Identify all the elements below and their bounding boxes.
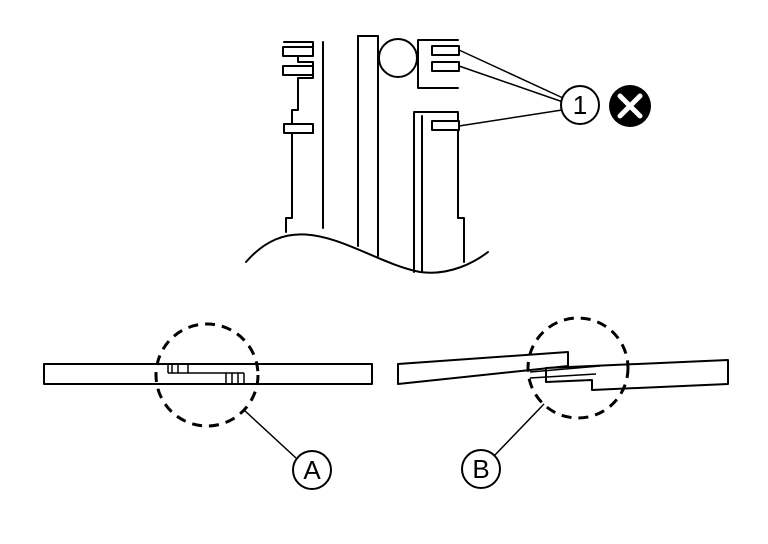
detail-circle-a — [154, 322, 260, 428]
callout-a: A — [292, 450, 332, 490]
pin-circle — [378, 38, 418, 78]
right-lower-wall — [413, 111, 465, 273]
leader-line-1a — [458, 49, 564, 99]
ring-a-bar — [43, 363, 373, 385]
ring-left-top — [282, 46, 314, 57]
right-upper-block — [417, 39, 459, 89]
leader-line-b — [493, 403, 545, 457]
leader-line-1b — [458, 65, 564, 103]
piston-crown-curve — [245, 233, 489, 274]
ring-left-oil — [283, 123, 314, 134]
callout-1: 1 — [560, 85, 600, 125]
view-a: A — [43, 322, 373, 490]
callout-b-label: B — [472, 454, 489, 484]
ring-right-oil — [431, 120, 460, 131]
callout-b: B — [461, 449, 501, 489]
ring-b-left — [397, 351, 569, 385]
ring-right-top — [431, 45, 460, 56]
ring-right-second — [431, 61, 460, 72]
ring-left-second — [282, 65, 314, 76]
view-b: B — [397, 316, 729, 489]
center-wall-right — [357, 35, 379, 257]
leader-line-1c — [458, 109, 563, 127]
leader-line-a — [243, 409, 297, 459]
detail-circle-b — [526, 316, 630, 420]
x-circle-icon — [609, 85, 651, 127]
piston-section: 1 — [245, 35, 651, 274]
callout-a-label: A — [303, 455, 321, 485]
callout-1-label: 1 — [573, 90, 587, 120]
ring-b-right — [545, 359, 729, 391]
